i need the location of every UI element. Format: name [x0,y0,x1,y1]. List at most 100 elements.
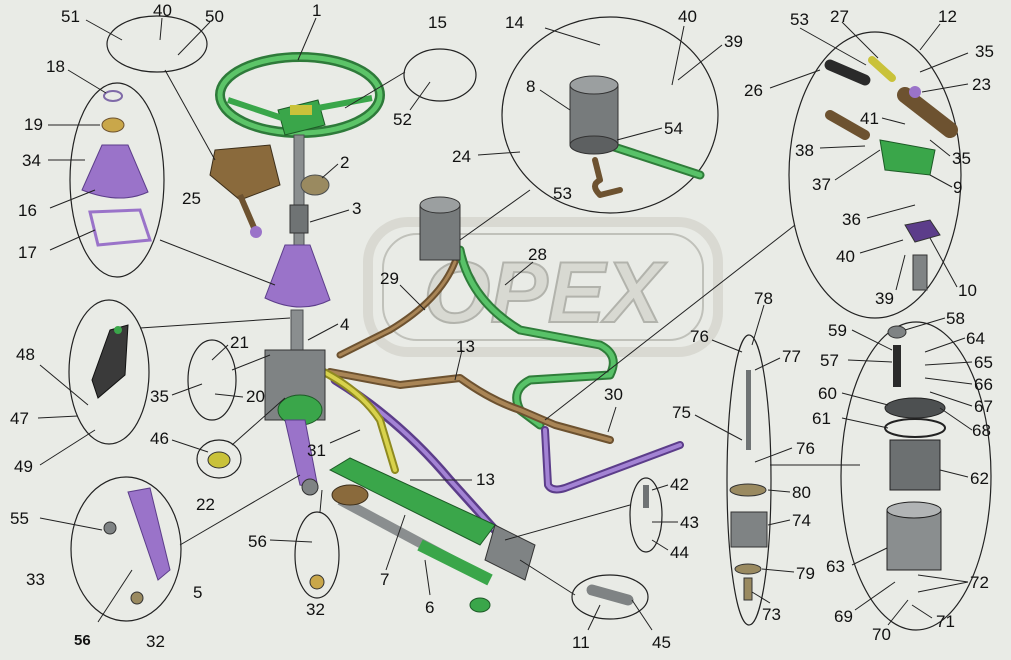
leader-12 [919,23,941,51]
leader-29 [399,284,426,311]
nut-32-right [309,574,325,590]
leader-55 [39,517,103,531]
leader-fasteners-arm [164,69,216,161]
leader-15-arm [344,71,406,109]
label-58: 58 [946,309,965,328]
cap-58 [887,325,907,339]
leader-56b [97,569,133,623]
leader-20 [214,393,244,398]
label-28: 28 [528,245,547,264]
leader-28 [504,261,534,286]
hydraulic-lines [266,140,705,535]
rod-57 [893,345,901,387]
label-33: 33 [26,570,45,589]
steering-wheel-cap [290,105,312,115]
label-15: 15 [428,13,447,32]
label-39b: 39 [875,289,894,308]
cylinder-end-cap [484,524,536,581]
leader-65 [924,361,973,366]
label-4: 4 [340,315,349,334]
label-10: 10 [958,281,977,300]
label-21: 21 [230,333,249,352]
leader-11 [587,604,601,631]
washer-79 [734,563,762,575]
cardan-green-dot [114,326,122,334]
leader-tank-arm [459,189,531,241]
leader-69 [854,581,896,611]
label-49: 49 [14,457,33,476]
bracket-25-foot [250,226,262,238]
leader-76b [754,447,793,463]
leader-2 [321,163,339,179]
leader-cardan-arm [139,317,291,329]
label-18: 18 [46,57,65,76]
leader-73 [751,591,771,604]
label-50: 50 [205,7,224,26]
label-3: 3 [352,199,361,218]
label-27: 27 [830,7,849,26]
group-56-32 [294,511,340,599]
leader-67 [929,391,973,407]
steering-column [209,52,385,356]
cardan-parts [91,324,325,605]
label-22: 22 [196,495,215,514]
steering-wheel-spoke-left [227,97,283,121]
leader-72b [917,581,969,593]
label-24: 24 [452,147,471,166]
group-top-left-fasteners [106,15,208,73]
label-74: 74 [792,511,811,530]
leader-49 [39,429,96,466]
label-9: 9 [953,178,962,197]
group-outlines [68,15,992,631]
leader-40c [859,239,904,254]
group-75-80 [726,334,772,626]
leader-16 [49,189,96,209]
label-46: 46 [150,429,169,448]
steering-gear [264,349,326,496]
label-73: 73 [762,605,781,624]
leader-58 [904,317,946,331]
label-52: 52 [393,110,412,129]
hose-38 [825,110,870,140]
label-53a: 53 [790,10,809,29]
leader-59 [851,329,893,351]
group-15-52 [403,48,477,102]
tank-top-8 [569,75,619,95]
boot-parts [81,90,153,247]
hose-26 [824,59,871,86]
pipe-23 [897,87,958,138]
watermark-frame-outer [363,217,723,357]
cardan-joint-3 [289,204,309,234]
label-39a: 39 [724,32,743,51]
leader-22-arm [231,397,286,446]
cylinder-rod-6-green [417,539,493,586]
leader-4 [307,323,339,341]
oil-tank [419,75,619,261]
leader-71 [911,604,933,619]
label-72: 72 [970,573,989,592]
rod-75 [746,370,751,450]
label-6: 6 [425,598,434,617]
label-34: 34 [22,151,41,170]
housing-63-top [886,501,942,519]
leader-52 [409,81,431,111]
leader-8 [539,89,571,111]
leader-77 [754,357,781,371]
label-14: 14 [505,13,524,32]
fitting-22 [207,451,231,469]
label-57: 57 [820,351,839,370]
column-bearing-2 [300,174,330,196]
leader-54 [616,127,663,141]
label-56a: 56 [248,532,267,551]
label-69: 69 [834,607,853,626]
leader-78 [751,304,765,346]
leader-50 [177,21,211,56]
leader-27 [841,21,879,59]
leader-47 [37,415,79,419]
leader-35a [919,52,969,73]
label-1: 1 [312,1,321,20]
leader-boot-arm [159,239,276,286]
cylinder-eye [469,597,491,613]
group-tank [501,16,719,214]
leader-44 [651,539,669,551]
